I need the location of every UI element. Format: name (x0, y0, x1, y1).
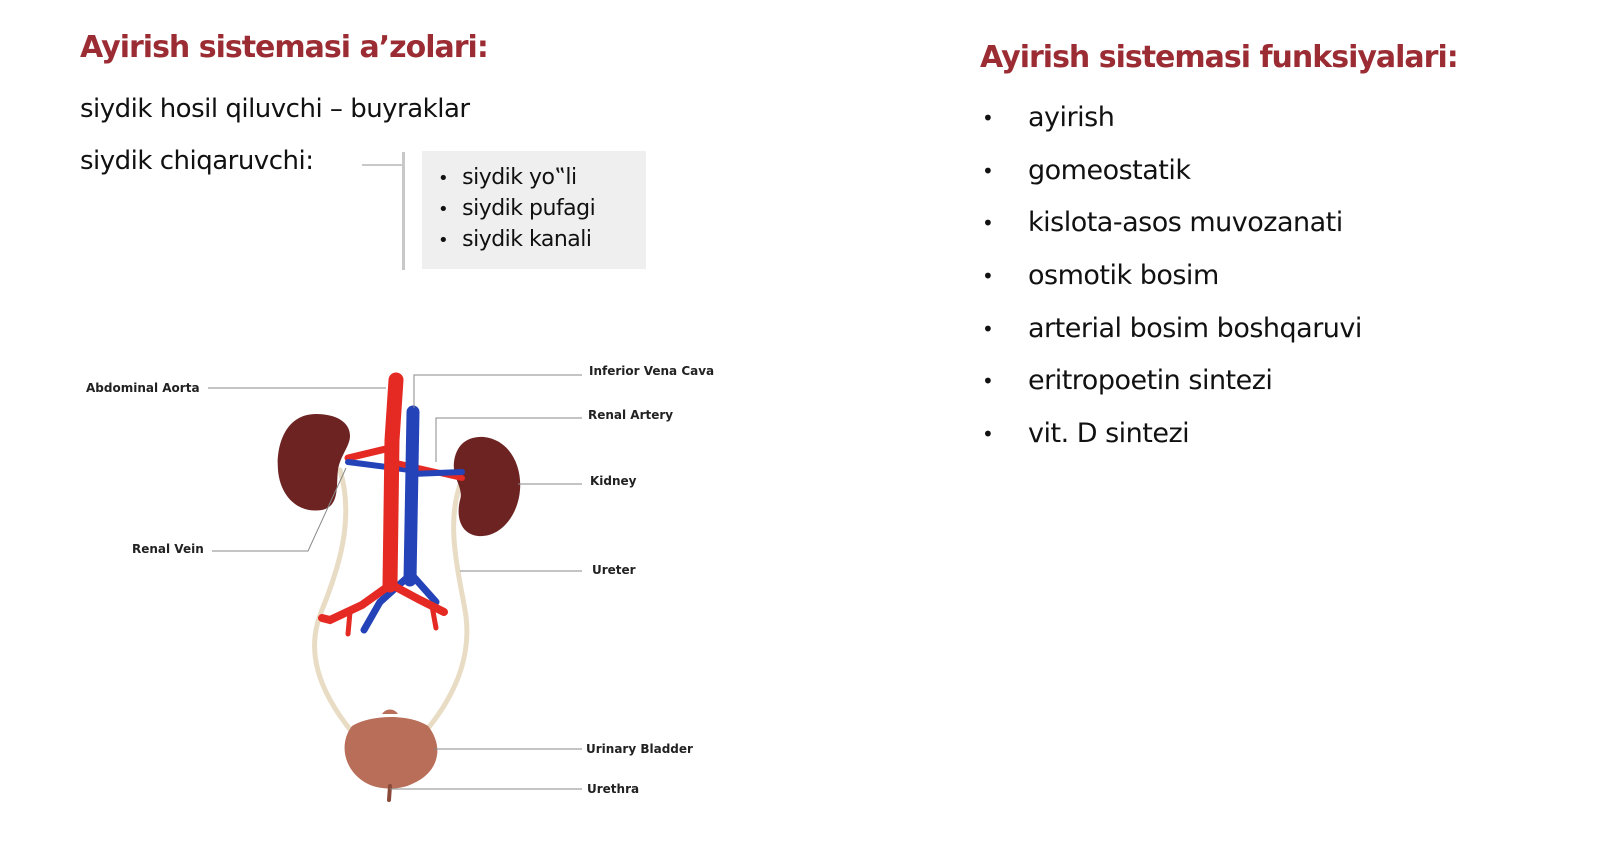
label-abdominal-aorta: Abdominal Aorta (86, 381, 200, 395)
function-item: gomeostatik (980, 145, 1362, 198)
right-kidney (453, 436, 521, 537)
urinary-system-diagram: Abdominal Aorta Inferior Vena Cava Renal… (86, 364, 714, 802)
urethra (387, 784, 392, 802)
function-item: arterial bosim boshqaruvi (980, 303, 1362, 356)
kidneys (277, 414, 521, 537)
leader-lines (208, 374, 582, 790)
label-urethra: Urethra (587, 782, 639, 796)
bracket-connector (362, 164, 402, 166)
right-renal-vein (409, 469, 465, 477)
abdominal-aorta (318, 372, 448, 637)
label-renal-artery: Renal Artery (588, 408, 673, 422)
left-renal-vein (345, 459, 413, 473)
label-renal-vein: Renal Vein (132, 542, 204, 556)
label-ureter: Ureter (592, 563, 636, 577)
organs-title: Ayirish sistemasi a’zolari: (80, 30, 489, 65)
left-kidney (277, 414, 350, 511)
label-kidney: Kidney (590, 474, 637, 488)
right-ureter (422, 477, 470, 735)
functions-list: ayirish gomeostatik kislota-asos muvozan… (980, 92, 1362, 461)
urine-excreting-organs-text: siydik chiqaruvchi: (80, 146, 314, 176)
function-item: eritropoetin sintezi (980, 355, 1362, 408)
vena-cava-leader-line (413, 374, 582, 408)
inferior-vena-cava (360, 405, 440, 634)
list-item: siydik pufagi (438, 194, 646, 225)
left-ureter (312, 467, 355, 735)
left-renal-artery (344, 444, 394, 462)
function-item: kislota-asos muvozanati (980, 197, 1362, 250)
label-urinary-bladder: Urinary Bladder (586, 742, 693, 756)
function-item: vit. D sintezi (980, 408, 1362, 461)
renal-vein-leader-line (212, 467, 347, 552)
list-item: siydik yo‟li (438, 163, 646, 194)
urine-excreting-organs-list: siydik yo‟li siydik pufagi siydik kanali (422, 151, 646, 269)
bracket-line (402, 152, 405, 270)
label-inferior-vena-cava: Inferior Vena Cava (589, 364, 714, 378)
functions-title: Ayirish sistemasi funksiyalari: (980, 40, 1459, 75)
renal-vessels (344, 444, 465, 481)
ureters (312, 467, 470, 735)
function-item: osmotik bosim (980, 250, 1362, 303)
renal-artery-leader-line (435, 417, 582, 462)
urinary-bladder (344, 709, 438, 789)
function-item: ayirish (980, 92, 1362, 145)
list-item: siydik kanali (438, 225, 646, 256)
urine-forming-organs-text: siydik hosil qiluvchi – buyraklar (80, 94, 470, 124)
